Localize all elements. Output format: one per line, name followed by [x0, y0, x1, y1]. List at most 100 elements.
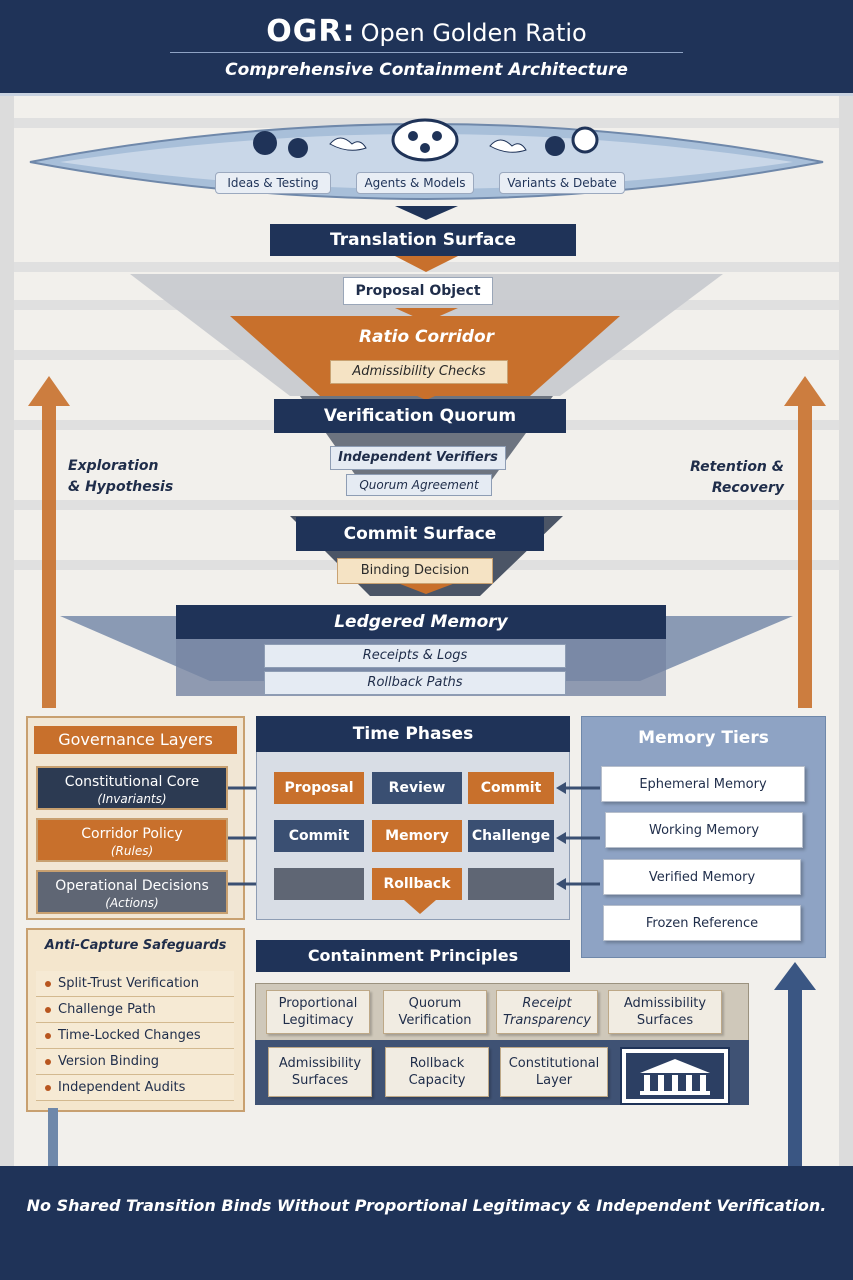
footer-banner — [0, 1166, 853, 1280]
exploration-label: Exploration & Hypothesis — [68, 456, 198, 498]
safeguard-item: Challenge Path — [36, 997, 234, 1023]
page-title: OGR: Open Golden Ratio — [0, 14, 853, 49]
principle-line: Constitutional — [508, 1056, 600, 1071]
rollback-paths-box: Rollback Paths — [264, 671, 566, 695]
institution-building-icon — [620, 1047, 730, 1105]
connector-arrow — [395, 206, 458, 220]
ratio-corridor-label: Ratio Corridor — [358, 327, 495, 347]
memory-tier-verified: Verified Memory — [603, 859, 801, 895]
lens-pill-ideas: Ideas & Testing — [215, 172, 331, 194]
memory-tiers-title: Memory Tiers — [638, 728, 769, 748]
phase-empty-right — [468, 868, 554, 900]
bullet-icon — [45, 1059, 51, 1065]
header-divider — [170, 52, 683, 53]
phase-commit-2: Commit — [274, 820, 364, 852]
principle-line: Admissibility — [623, 996, 707, 1011]
memory-connectors — [556, 782, 600, 890]
ledgered-memory-bar: Ledgered Memory — [176, 605, 666, 639]
governance-item-label: Operational Decisions — [55, 878, 209, 894]
safeguard-label: Version Binding — [58, 1054, 160, 1069]
principle-line: Verification — [398, 1013, 472, 1028]
governance-constitutional-core: Constitutional Core (Invariants) — [36, 766, 228, 810]
governance-item-label: Corridor Policy — [81, 826, 183, 842]
phase-empty-left — [274, 868, 364, 900]
safeguard-label: Time-Locked Changes — [58, 1028, 201, 1043]
lens-pill-agents: Agents & Models — [356, 172, 474, 194]
governance-item-label: Constitutional Core — [64, 774, 200, 790]
governance-item-sub: (Actions) — [105, 896, 159, 910]
exploration-arrow-icon — [28, 376, 70, 708]
proposal-object-box: Proposal Object — [343, 277, 493, 305]
footer-principle-statement: No Shared Transition Binds Without Propo… — [26, 1196, 827, 1215]
ideas-icon — [253, 131, 367, 158]
connector-arrow — [395, 256, 458, 272]
principle-line: Proportional — [278, 996, 358, 1011]
principle-line: Surfaces — [291, 1073, 349, 1088]
bullet-icon — [45, 1033, 51, 1039]
bullet-icon — [45, 1007, 51, 1013]
governance-operational-decisions: Operational Decisions (Actions) — [36, 870, 228, 914]
background-stripe — [14, 500, 839, 510]
exploration-label-line1: Exploration — [68, 458, 159, 474]
header-banner — [0, 0, 853, 96]
governance-title: Governance Layers — [34, 726, 237, 754]
phase-down-arrow-icon — [404, 900, 436, 914]
principle-line: Admissibility — [278, 1056, 362, 1071]
retention-label: Retention & Recovery — [654, 457, 784, 499]
left-bottom-bar — [48, 1108, 58, 1168]
principle-line: Capacity — [408, 1073, 466, 1088]
quorum-agreement-box: Quorum Agreement — [346, 474, 492, 496]
safeguards-title: Anti-Capture Safeguards — [44, 938, 227, 953]
connector-arrow — [395, 386, 458, 400]
governance-item-sub: (Rules) — [110, 844, 154, 858]
connector-arrow — [395, 582, 458, 594]
memory-tier-working: Working Memory — [605, 812, 803, 848]
phase-review: Review — [372, 772, 462, 804]
principle-line: Layer — [535, 1073, 573, 1088]
phase-challenge: Challenge — [468, 820, 554, 852]
receipts-logs-box: Receipts & Logs — [264, 644, 566, 668]
commit-surface-bar: Commit Surface — [296, 517, 544, 551]
title-text: Open Golden Ratio — [360, 19, 587, 47]
binding-decision-box: Binding Decision — [337, 558, 493, 584]
phase-commit: Commit — [468, 772, 554, 804]
page-subtitle: Comprehensive Containment Architecture — [225, 60, 628, 80]
memory-tier-ephemeral: Ephemeral Memory — [601, 766, 805, 802]
safeguard-item: Time-Locked Changes — [36, 1023, 234, 1049]
independent-verifiers-box: Independent Verifiers — [330, 446, 506, 470]
safeguard-label: Challenge Path — [58, 1002, 156, 1017]
lens-pill-variants: Variants & Debate — [499, 172, 625, 194]
safeguard-label: Split-Trust Verification — [58, 976, 199, 991]
admissibility-checks-box: Admissibility Checks — [330, 360, 508, 384]
safeguard-item: Independent Audits — [36, 1075, 234, 1101]
governance-item-sub: (Invariants) — [97, 792, 167, 806]
principle-line: Receipt — [522, 996, 572, 1011]
title-abbreviation: OGR: — [266, 14, 356, 49]
principle-line: Surfaces — [636, 1013, 694, 1028]
safeguard-item: Version Binding — [36, 1049, 234, 1075]
principle-line: Transparency — [503, 1013, 591, 1028]
connector-arrow — [395, 308, 458, 322]
network-icon — [391, 118, 459, 162]
principle-line: Legitimacy — [282, 1013, 354, 1028]
time-phases-title: Time Phases — [256, 716, 570, 752]
phase-memory: Memory — [372, 820, 462, 852]
safeguard-item: Split-Trust Verification — [36, 971, 234, 997]
phase-rollback: Rollback — [372, 868, 462, 900]
retention-label-line1: Retention & — [690, 459, 784, 475]
bullet-icon — [45, 1085, 51, 1091]
verification-quorum-bar: Verification Quorum — [274, 399, 566, 433]
principle-line: Quorum — [408, 996, 462, 1011]
translation-surface-bar: Translation Surface — [270, 224, 576, 256]
governance-corridor-policy: Corridor Policy (Rules) — [36, 818, 228, 862]
retention-label-line2: Recovery — [711, 480, 784, 496]
containment-principles-title: Containment Principles — [256, 940, 570, 972]
debate-icon — [489, 126, 599, 156]
